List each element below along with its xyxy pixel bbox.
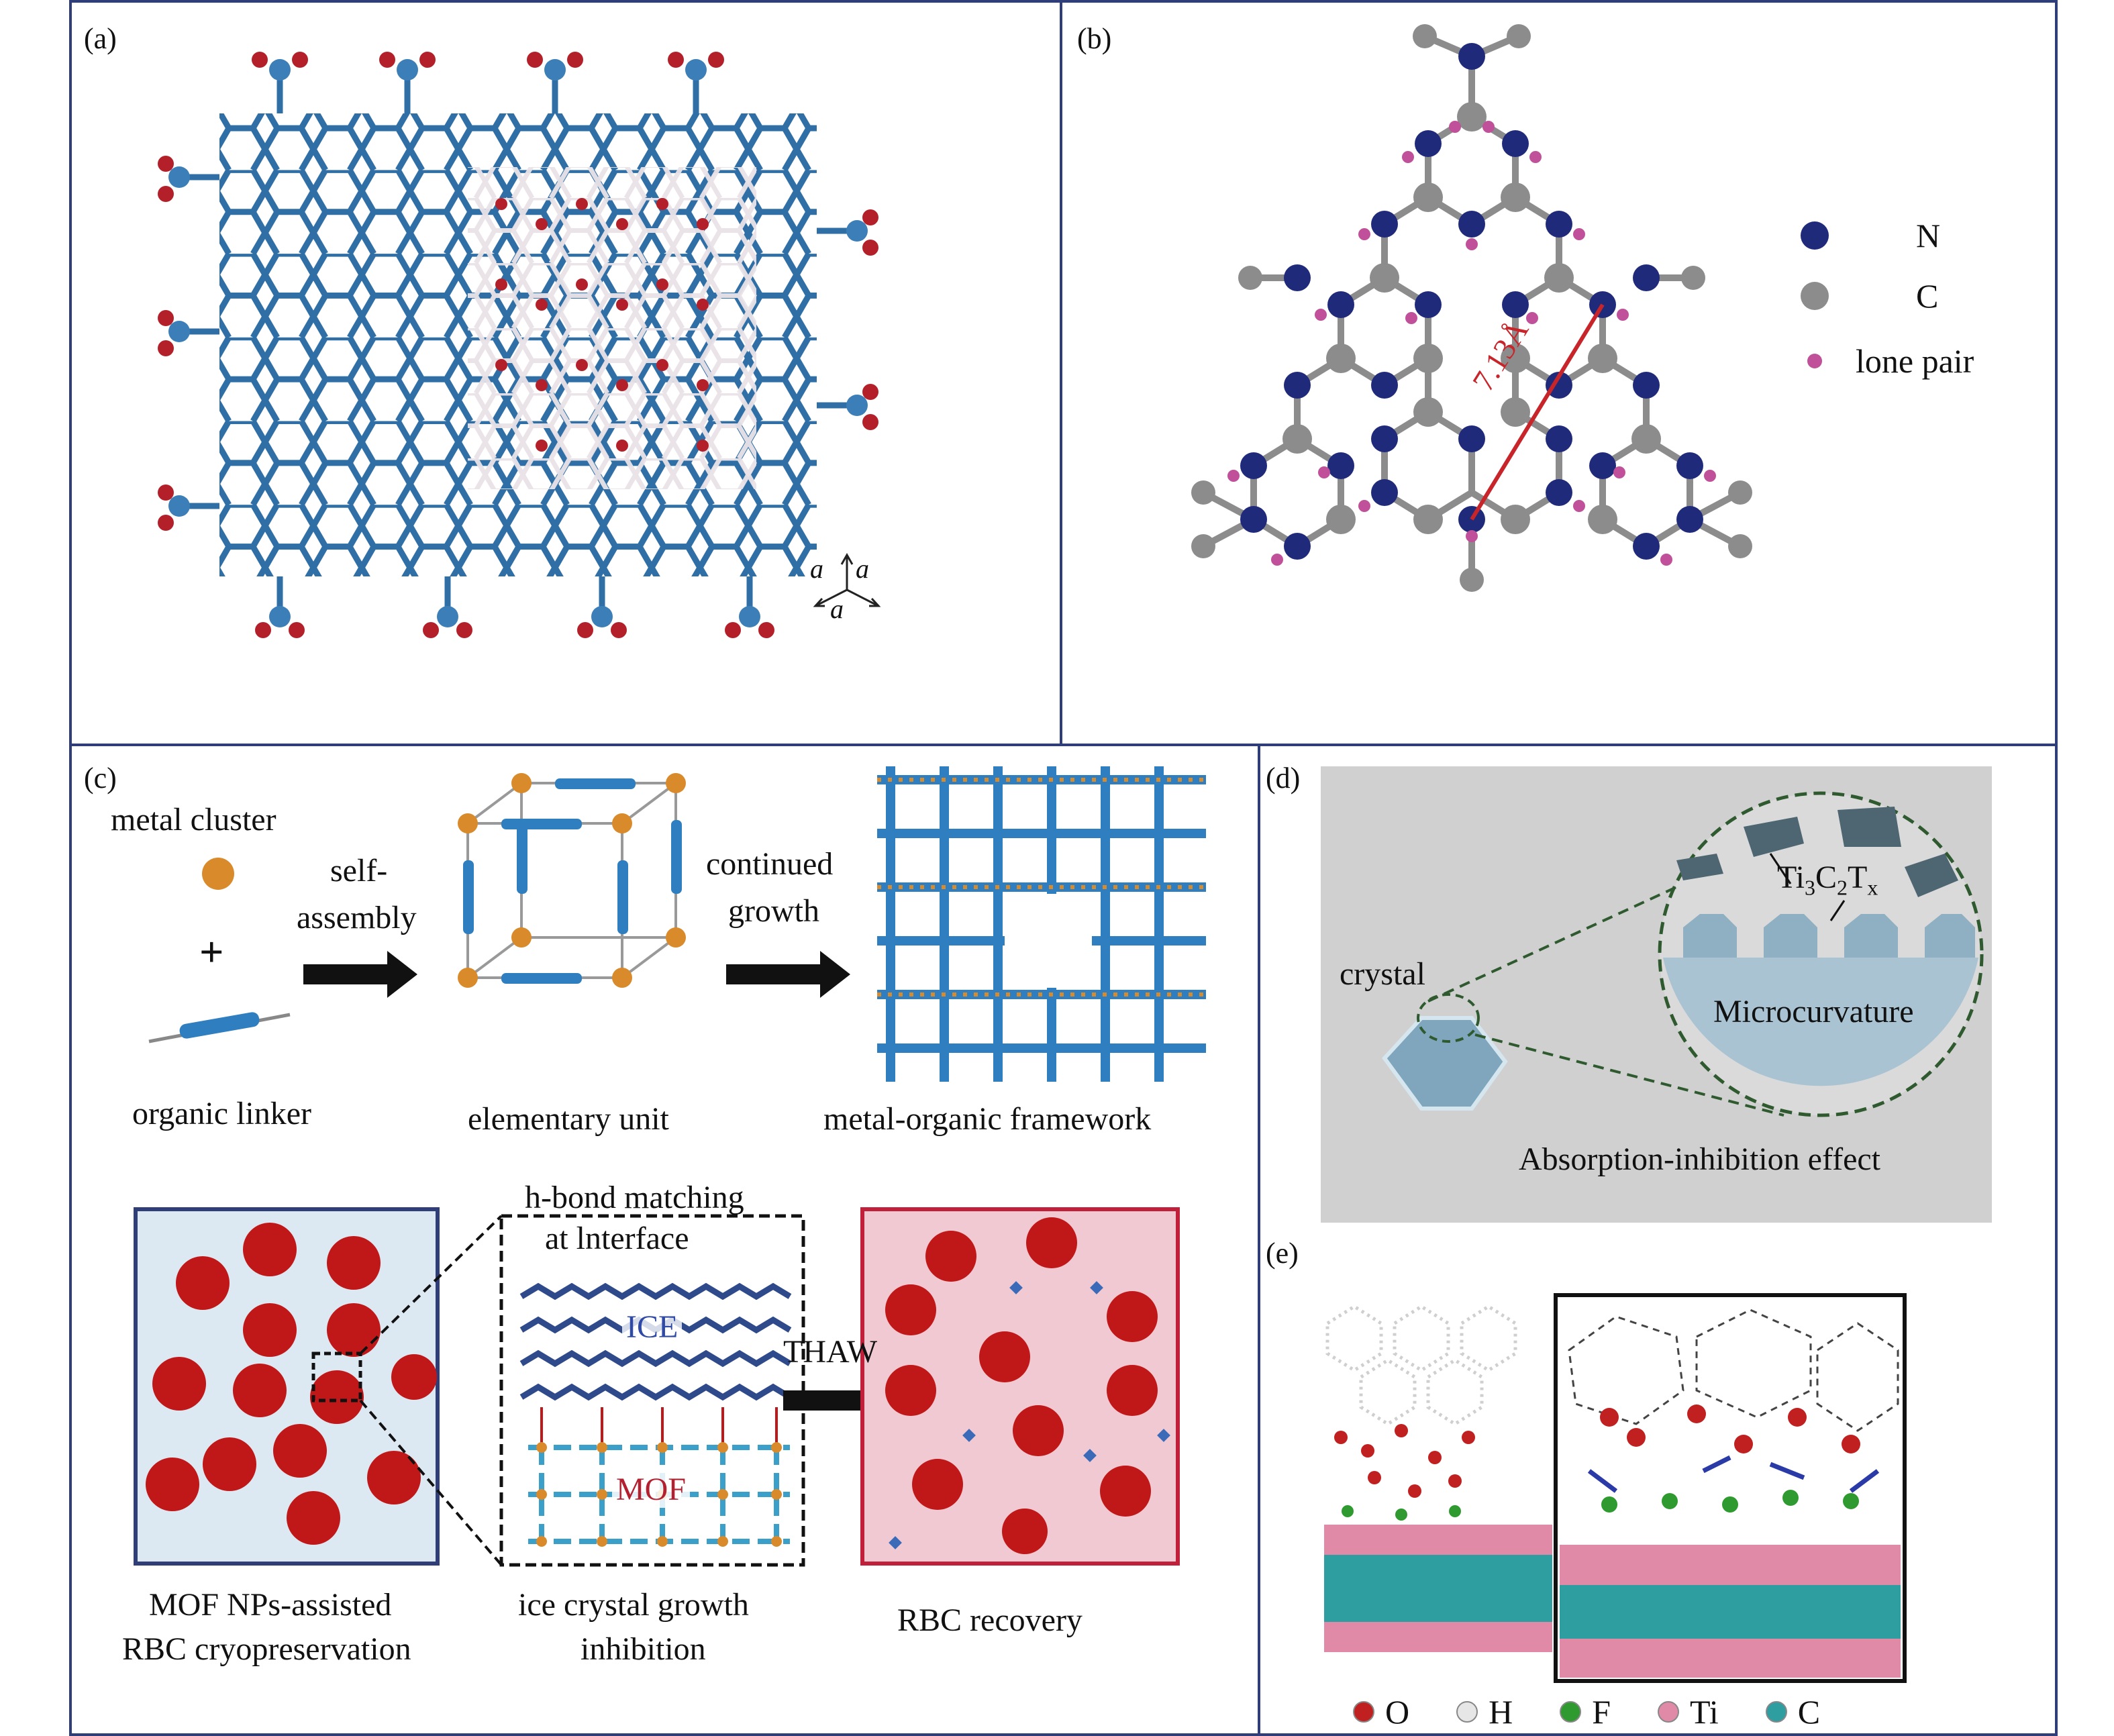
metal-cluster-ball <box>202 858 234 890</box>
legend-c-swatch <box>1801 282 1829 310</box>
legend-n: N <box>1801 216 1940 255</box>
arrow-self-assembly <box>303 951 417 998</box>
ti3c2tx-c: C <box>1815 860 1837 895</box>
elementary-unit-cube <box>466 782 677 979</box>
legend-o-swatch <box>1353 1701 1374 1723</box>
graphene-lattice-diagram <box>158 52 881 638</box>
mof-framework <box>877 766 1206 1082</box>
elementary-unit-label: elementary unit <box>468 1101 669 1137</box>
sim-right <box>1554 1293 1907 1683</box>
axis-label-1: a <box>810 554 823 584</box>
axes-glyph <box>813 552 881 607</box>
axis-label-2: a <box>856 554 869 584</box>
caption-mid-line1: ice crystal growth <box>518 1587 749 1623</box>
panel-d-label: (d) <box>1266 762 1301 795</box>
nitrogen-atoms <box>1240 43 1703 560</box>
carbon-atoms <box>1191 24 1752 592</box>
ti3c2tx-t-sub: x <box>1867 875 1878 900</box>
organic-linker-rod <box>148 1012 291 1043</box>
panel-e-label: (e) <box>1266 1237 1299 1270</box>
thaw-label: THAW <box>783 1334 878 1370</box>
ti3c2tx-c-sub: 2 <box>1836 875 1848 900</box>
ti3c2tx-label: Ti3C2Tx <box>1777 859 1878 901</box>
legend-c2-swatch <box>1765 1701 1787 1723</box>
mof-short-label: MOF <box>612 1471 691 1508</box>
microcurvature-label: Microcurvature <box>1713 994 1914 1029</box>
interface-box <box>499 1214 805 1567</box>
ti3c2tx-ti-sub: 3 <box>1804 875 1815 900</box>
legend-n-label: N <box>1916 217 1941 254</box>
continued-growth-line1: continued <box>706 846 834 882</box>
legend-lone-pair-label: lone pair <box>1856 342 1974 380</box>
ice-label: ICE <box>622 1309 683 1345</box>
recovery-box <box>860 1207 1180 1566</box>
arrow-continued-growth <box>726 951 850 998</box>
absorption-inhibition-diagram <box>1321 766 1992 1223</box>
hbond-line1: h-bond matching <box>525 1180 744 1215</box>
caption-left-line2: RBC cryopreservation <box>122 1631 411 1667</box>
legend-lone-pair: lone pair <box>1807 342 1974 380</box>
legend-c: C <box>1801 276 1938 315</box>
continued-growth-line2: growth <box>728 893 819 929</box>
self-assembly-line1: self- <box>330 853 388 888</box>
self-assembly-line2: assembly <box>297 900 417 935</box>
legend-c-label: C <box>1916 277 1939 315</box>
legend-o-label: O <box>1385 1693 1410 1731</box>
mof-label: metal-organic framework <box>823 1101 1152 1137</box>
cryopreservation-box <box>134 1207 503 1566</box>
panel-b: (b) <box>1060 0 2058 746</box>
organic-linker-label: organic linker <box>132 1096 312 1131</box>
distance-line <box>1470 303 1605 521</box>
crystal-hexagon <box>1382 1016 1508 1111</box>
hbond-line2: at lnterface <box>545 1221 689 1256</box>
legend-ti-swatch <box>1658 1701 1680 1723</box>
legend-f-swatch <box>1560 1701 1582 1723</box>
caption-right: RBC recovery <box>897 1602 1083 1638</box>
panel-a: (a) <box>69 0 1062 746</box>
g-c3n4-structure-diagram <box>1191 24 1752 592</box>
effect-label: Absorption-inhibition effect <box>1519 1141 1881 1177</box>
caption-left-line1: MOF NPs-assisted <box>149 1587 392 1623</box>
crystal-label: crystal <box>1340 956 1425 992</box>
caption-mid-line2: inhibition <box>581 1631 706 1667</box>
sim-left <box>1324 1305 1552 1652</box>
legend-ti-label: Ti <box>1690 1693 1719 1731</box>
mof-assembly-diagram <box>134 766 1206 1567</box>
ice-oxygen-atoms <box>495 198 709 452</box>
edge-groups <box>158 52 878 638</box>
ice-domain <box>468 167 756 489</box>
legend-lone-pair-swatch <box>1807 354 1822 368</box>
legend-f-label: F <box>1592 1693 1611 1731</box>
panel-c-label: (c) <box>84 762 117 795</box>
legend-e: O H F Ti C <box>1353 1692 1820 1731</box>
axis-label-3: a <box>830 594 844 624</box>
panel-c: (c) metal cluster + organic linker self-… <box>69 744 1260 1736</box>
legend-c2-label: C <box>1797 1693 1821 1731</box>
panel-a-label: (a) <box>84 22 117 55</box>
lone-pairs <box>1227 121 1716 566</box>
legend-h-label: H <box>1489 1693 1513 1731</box>
panel-d: (d) crystal Ti3C2Tx Microcurvature Absor… <box>1258 744 2058 1736</box>
metal-cluster-label: metal cluster <box>111 802 276 837</box>
ti3c2tx-ti: Ti <box>1777 860 1805 895</box>
panel-b-label: (b) <box>1077 22 1112 55</box>
legend-h-swatch <box>1456 1701 1478 1723</box>
ti3c2tx-t: T <box>1847 860 1868 895</box>
legend-n-swatch <box>1801 221 1829 250</box>
plus-sign: + <box>199 928 224 976</box>
